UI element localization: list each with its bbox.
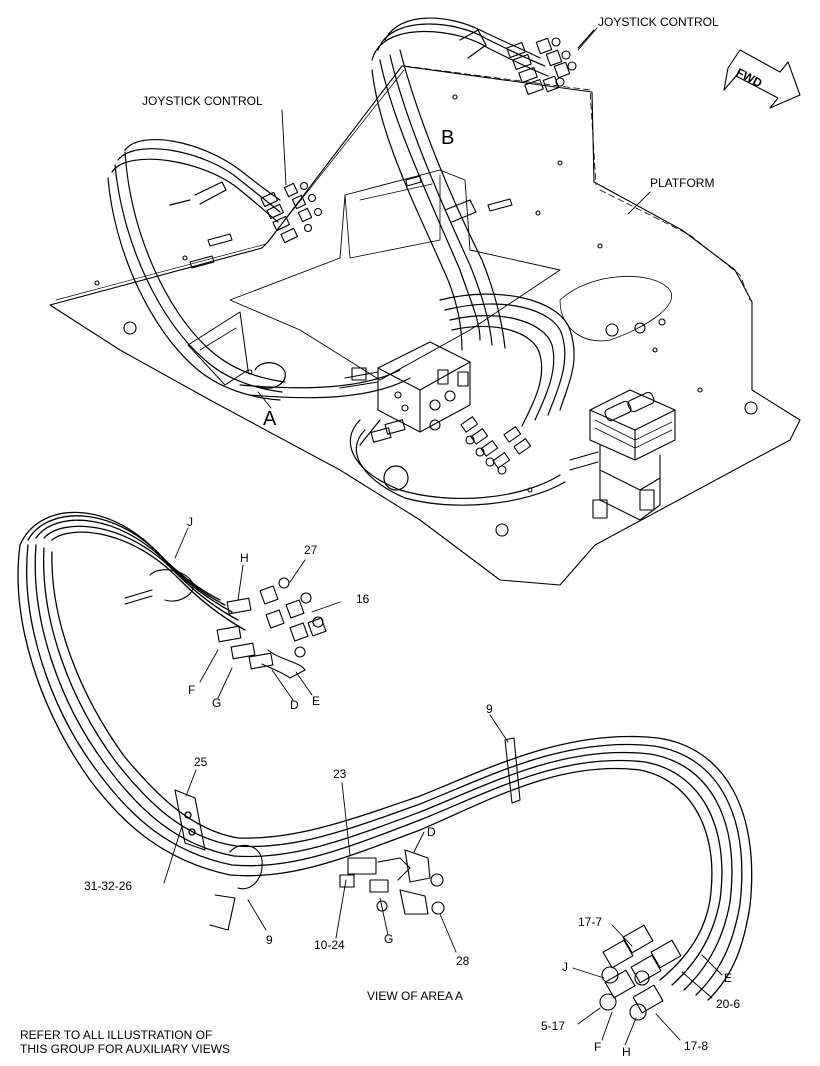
area-a-lower-fittings	[339, 849, 445, 915]
platform-label: PLATFORM	[650, 176, 715, 190]
callout-20-6: 20-6	[716, 997, 741, 1011]
callout-9-lower: 9	[266, 933, 273, 947]
leader-lines	[163, 27, 723, 1046]
callout-16: 16	[356, 592, 370, 606]
view-of-area-a-caption: VIEW OF AREA A	[367, 989, 464, 1003]
area-a-label: A	[263, 408, 277, 430]
joystick-control-label-top: JOYSTICK CONTROL	[598, 15, 719, 29]
platform-plate	[49, 65, 801, 586]
area-a-end-fittings	[599, 924, 682, 1021]
callout-17-7: 17-7	[578, 915, 603, 929]
joystick-control-label-left: JOYSTICK CONTROL	[142, 94, 263, 108]
callout-f-lower: F	[594, 1040, 602, 1054]
callout-e-upper: E	[312, 694, 321, 708]
callout-25: 25	[194, 755, 208, 769]
callout-j-lower: J	[562, 960, 568, 974]
callout-17-8: 17-8	[684, 1039, 709, 1053]
callout-e-lower: E	[724, 971, 733, 985]
callout-d-upper: D	[290, 698, 299, 712]
callout-g-lower: G	[384, 932, 394, 946]
fittings-top-joystick	[506, 29, 595, 95]
area-a-hose-loop	[17, 511, 753, 1001]
callout-31-32-26: 31-32-26	[84, 879, 133, 893]
callout-g-upper: G	[212, 696, 222, 710]
pedal-valve-assembly	[569, 389, 676, 521]
callout-9-right: 9	[486, 702, 493, 716]
callout-5-17: 5-17	[541, 1019, 566, 1033]
footnote-line-1: REFER TO ALL ILLUSTRATION OF	[20, 1028, 213, 1042]
footnote-line-2: THIS GROUP FOR AUXILIARY VIEWS	[20, 1042, 231, 1056]
area-a-upper-fittings	[216, 577, 327, 679]
callout-j-upper: J	[187, 515, 193, 529]
fittings-valve	[370, 369, 532, 475]
callout-d-lower: D	[427, 825, 436, 839]
fittings-left-joystick	[260, 181, 323, 244]
callout-f-upper: F	[188, 683, 196, 697]
callout-23: 23	[333, 767, 347, 781]
callout-10-24: 10-24	[314, 938, 345, 952]
callout-h-lower: H	[622, 1045, 631, 1059]
hose-bundle-center	[349, 293, 575, 506]
area-b-label: B	[441, 127, 455, 149]
callout-28: 28	[456, 954, 470, 968]
footnote: REFER TO ALL ILLUSTRATION OF THIS GROUP …	[20, 1028, 230, 1056]
control-valve-block	[339, 341, 471, 433]
hose-bundle-a-upper	[107, 139, 411, 401]
callout-h-upper: H	[240, 551, 249, 565]
fwd-arrow-icon	[723, 49, 801, 109]
callout-27: 27	[304, 543, 318, 557]
